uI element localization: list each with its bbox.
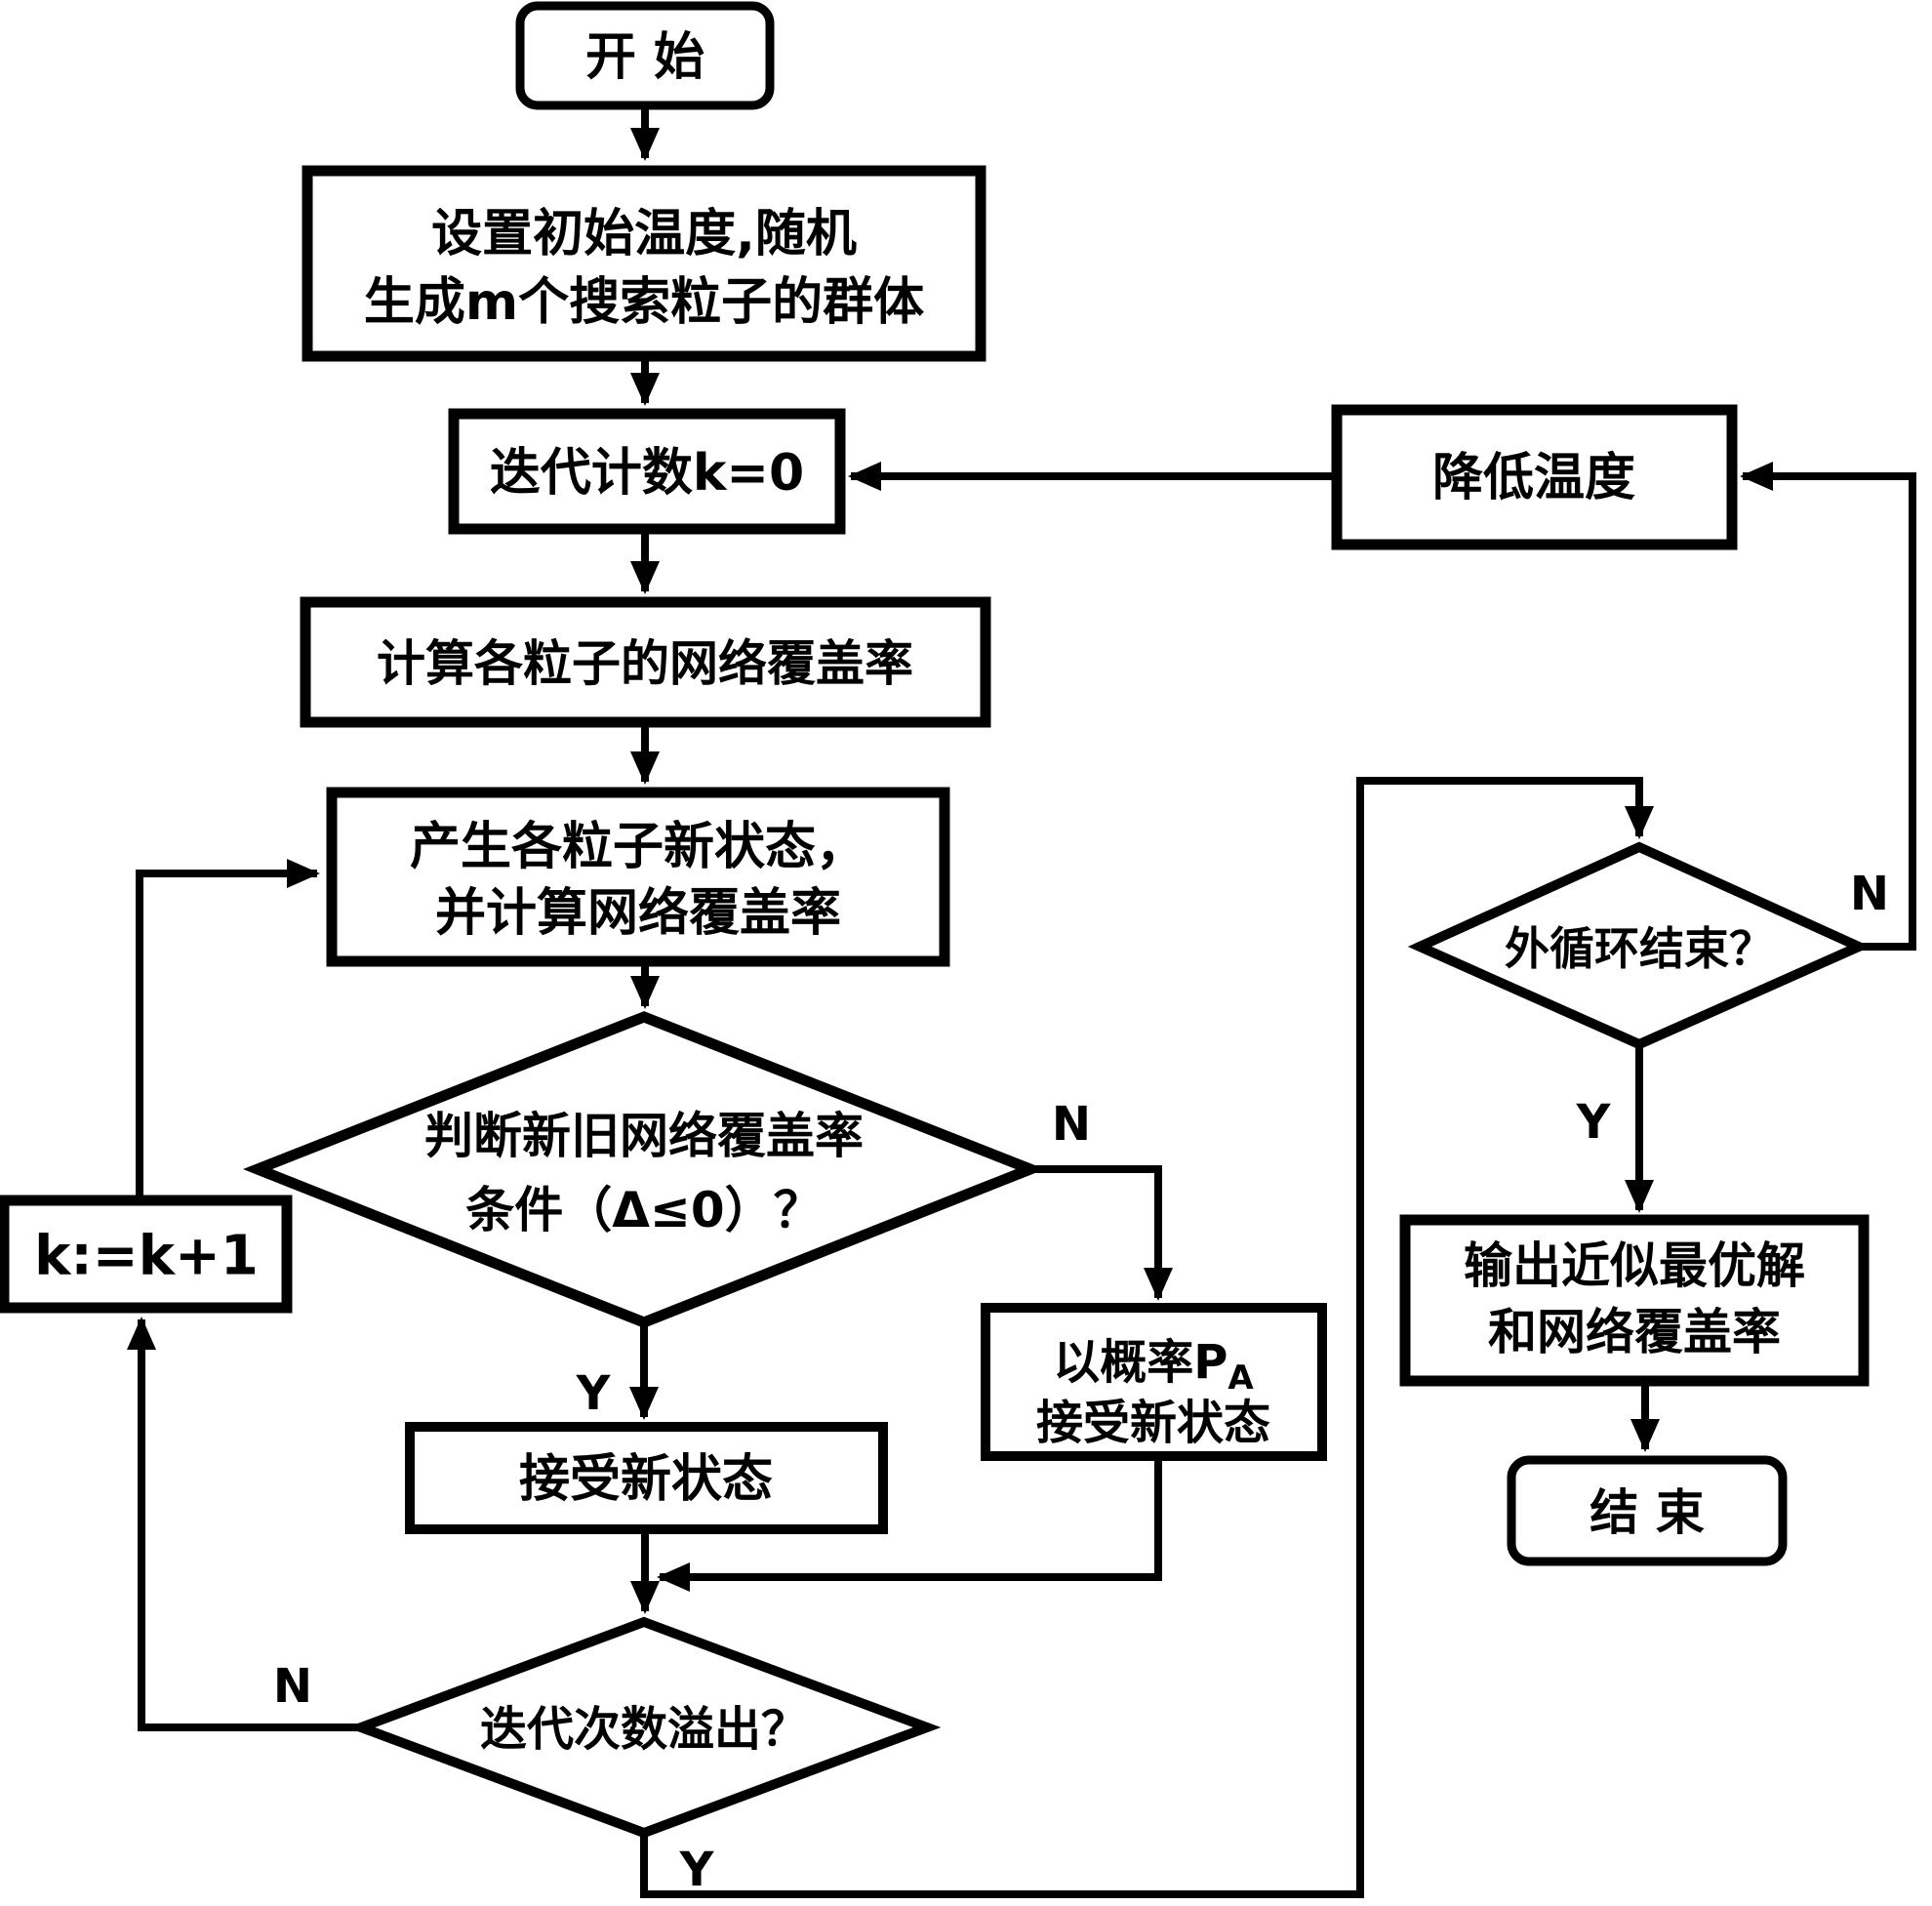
accept-probability-shape — [981, 1303, 1327, 1461]
k-increment-label: k:=k+1 — [34, 1225, 259, 1288]
label-judge-yes: Y — [576, 1366, 612, 1421]
init-label-line1: 设置初始温度,随机 — [431, 205, 857, 264]
new-state-shape — [326, 787, 950, 967]
label-overflow-yes: Y — [679, 1843, 715, 1897]
judge-condition-shape — [243, 1011, 1045, 1328]
start-shape — [515, 1, 775, 110]
init-label-line2: 生成m个搜索粒子的群体 — [364, 273, 924, 332]
cool-down-node: 降低温度 — [1331, 404, 1738, 550]
label-outer-no: N — [1850, 867, 1889, 921]
judge-condition-decision: 判断新旧网络覆盖率 条件（Δ≤0）？ — [243, 1011, 1045, 1328]
new-state-label-line1: 产生各粒子新状态， — [410, 818, 866, 876]
init-shape — [302, 165, 986, 362]
new-state-label-line2: 并计算网络覆盖率 — [435, 884, 841, 943]
edge-kinc-newstate — [136, 859, 320, 1200]
accept-probability-subscript: A — [1228, 1359, 1254, 1398]
init-node: 设置初始温度,随机 生成m个搜索粒子的群体 — [302, 165, 986, 362]
calc-coverage-node: 计算各粒子的网络覆盖率 — [300, 596, 991, 728]
k-increment-shape — [0, 1195, 293, 1314]
edge-prob-junction — [657, 1456, 1162, 1592]
edge-judge-prob-no — [1030, 1165, 1173, 1301]
calc-coverage-shape — [300, 596, 991, 728]
accept-state-node: 接受新状态 — [405, 1422, 888, 1534]
end-shape — [1507, 1455, 1788, 1566]
iteration-overflow-shape — [346, 1616, 942, 1839]
accept-probability-label-line1: 以概率PA — [1053, 1335, 1254, 1398]
output-result-shape — [1399, 1214, 1870, 1387]
outer-loop-shape — [1407, 841, 1872, 1050]
branch-labels: Y N N Y N Y — [273, 867, 1889, 1897]
end-node: 结 束 — [1507, 1455, 1788, 1566]
cool-down-shape — [1331, 404, 1738, 550]
accept-state-shape — [405, 1422, 888, 1534]
edge-overflow-outer-yes — [640, 777, 1654, 1898]
accept-state-label: 接受新状态 — [519, 1450, 773, 1509]
output-result-label-line1: 输出近似最优解 — [1464, 1237, 1805, 1294]
outer-loop-decision: 外循环结束？ — [1407, 841, 1872, 1050]
end-label: 结 束 — [1590, 1484, 1704, 1541]
accept-probability-label-line2: 接受新状态 — [1036, 1396, 1270, 1450]
label-judge-no: N — [1052, 1097, 1091, 1152]
start-label: 开 始 — [585, 28, 704, 87]
iteration-count-node: 迭代计数k=0 — [448, 408, 846, 535]
iteration-overflow-label: 迭代次数溢出？ — [480, 1702, 808, 1757]
judge-condition-label-line2: 条件（Δ≤0）？ — [465, 1182, 822, 1238]
cool-down-label: 降低温度 — [1432, 449, 1635, 507]
k-increment-node: k:=k+1 — [0, 1195, 293, 1314]
calc-coverage-label: 计算各粒子的网络覆盖率 — [377, 635, 913, 692]
iteration-count-shape — [448, 408, 846, 535]
label-overflow-no: N — [273, 1659, 312, 1714]
output-result-node: 输出近似最优解 和网络覆盖率 — [1399, 1214, 1870, 1387]
output-result-label-line2: 和网络覆盖率 — [1488, 1304, 1781, 1360]
label-outer-yes: Y — [1576, 1095, 1612, 1150]
start-node: 开 始 — [515, 1, 775, 110]
edges — [127, 105, 1916, 1898]
iteration-overflow-decision: 迭代次数溢出？ — [346, 1616, 942, 1839]
judge-condition-label-line1: 判断新旧网络覆盖率 — [424, 1108, 864, 1164]
new-state-node: 产生各粒子新状态， 并计算网络覆盖率 — [326, 787, 950, 967]
accept-probability-node: 以概率PA 接受新状态 — [981, 1303, 1327, 1461]
accept-probability-main-text: 以概率P — [1053, 1335, 1228, 1390]
outer-loop-label: 外循环结束？ — [1505, 922, 1774, 975]
iteration-count-label: 迭代计数k=0 — [490, 444, 804, 503]
edge-overflow-kinc-no — [127, 1317, 361, 1731]
edge-outer-cool-no — [1740, 462, 1916, 951]
